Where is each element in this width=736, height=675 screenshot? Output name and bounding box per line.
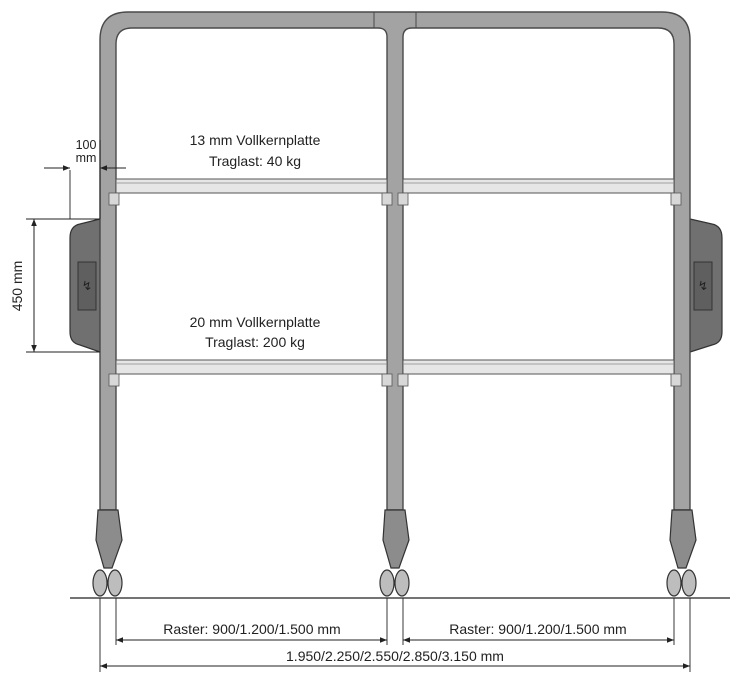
raster-left-label-bg bbox=[150, 620, 355, 637]
height-dimension-label: 450 mm bbox=[9, 261, 25, 312]
extension-lines bbox=[26, 140, 691, 672]
right-side-bin: ↯ bbox=[689, 218, 723, 353]
raster-left-label: Raster: 900/1.200/1.500 mm bbox=[163, 621, 340, 637]
raster-right-label-bg bbox=[436, 620, 641, 637]
offset-dimension-line1: 100 bbox=[76, 138, 97, 152]
left-side-bin: ↯ bbox=[69, 218, 101, 353]
caster-middle bbox=[379, 509, 410, 597]
upper-shelf-label-line2: Traglast: 40 kg bbox=[209, 153, 301, 169]
right-bin-symbol-icon: ↯ bbox=[698, 279, 708, 293]
frame bbox=[99, 11, 691, 511]
offset-dimension-line2: mm bbox=[76, 151, 97, 165]
total-width-label: 1.950/2.250/2.550/2.850/3.150 mm bbox=[286, 648, 504, 664]
lower-shelf-label-line1: 20 mm Vollkernplatte bbox=[190, 314, 321, 330]
dimension-lines bbox=[31, 165, 690, 669]
raster-right-label: Raster: 900/1.200/1.500 mm bbox=[449, 621, 626, 637]
lower-shelf-label-line2: Traglast: 200 kg bbox=[205, 334, 305, 350]
upper-shelf-label-line1: 13 mm Vollkernplatte bbox=[190, 132, 321, 148]
caster-left bbox=[92, 509, 123, 597]
left-bin-symbol-icon: ↯ bbox=[82, 279, 92, 293]
upper-shelf bbox=[108, 178, 682, 206]
lower-shelf bbox=[108, 359, 682, 387]
caster-right bbox=[666, 509, 697, 597]
